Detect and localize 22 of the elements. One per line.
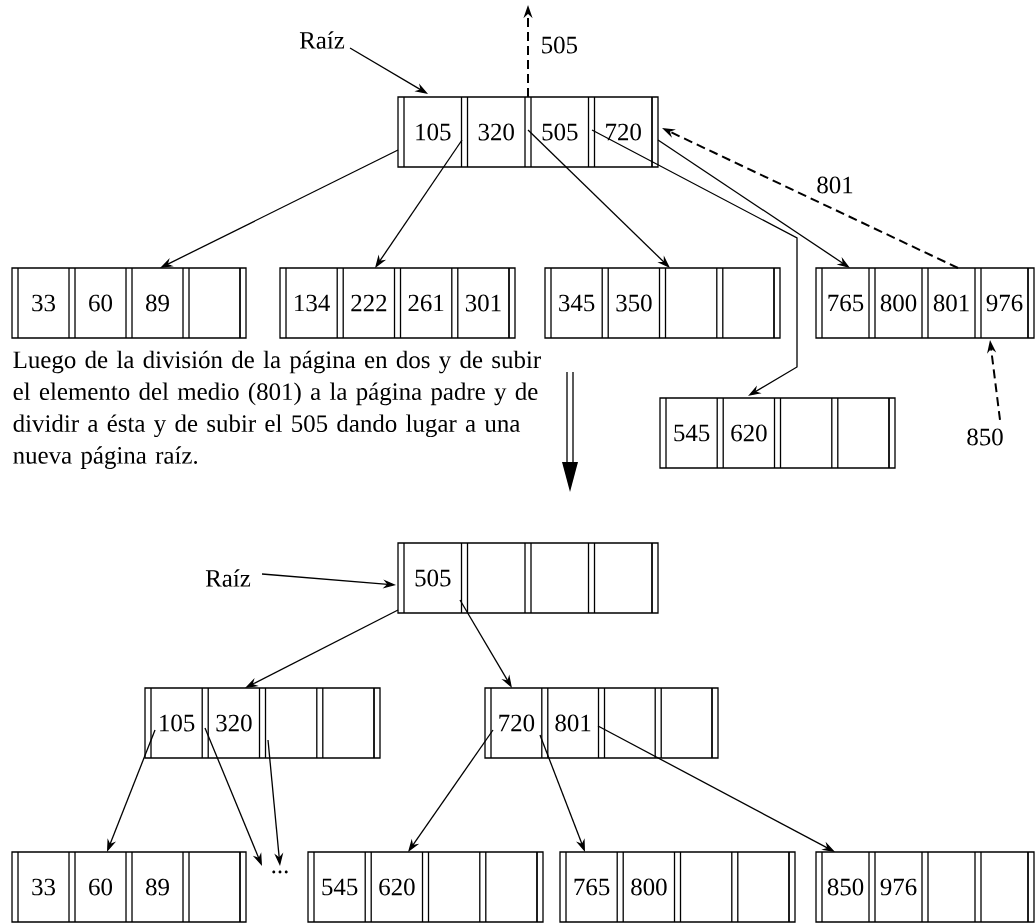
btree-page: 105 320 505 720 (397, 96, 659, 168)
edge-label: 801 (817, 176, 853, 194)
btree-page: 545 620 (307, 851, 544, 923)
edge-label: 505 (542, 36, 578, 54)
btree-page: 33 60 89 (11, 267, 247, 339)
node-label: Raíz (299, 31, 345, 49)
arrow (527, 129, 670, 268)
arrow (591, 129, 798, 396)
btree-page: 720 801 (484, 687, 719, 759)
btree-page: 545 620 (659, 397, 896, 469)
btree-page: 765 800 801 976 (815, 267, 1035, 339)
btree-page: 134 222 261 301 (279, 267, 516, 339)
btree-page: 765 800 (559, 851, 796, 923)
btree-page: 345 350 (544, 267, 781, 339)
btree-page: 105 320 (144, 687, 381, 759)
note-text: Luego de la división de la página en dos y de subir el elemento del medio (801) a la página padre y de dividir a ésta y de subir el 505 dando lugar a una nueva página raíz. (13, 350, 541, 469)
btree-page: 850 976 (815, 851, 1035, 923)
btree-page: 505 (397, 542, 659, 614)
node-label: ... (272, 870, 288, 874)
node-label: Raíz (205, 569, 251, 587)
btree-page: 33 60 89 (11, 851, 247, 923)
node-label: 850 (967, 428, 1003, 446)
